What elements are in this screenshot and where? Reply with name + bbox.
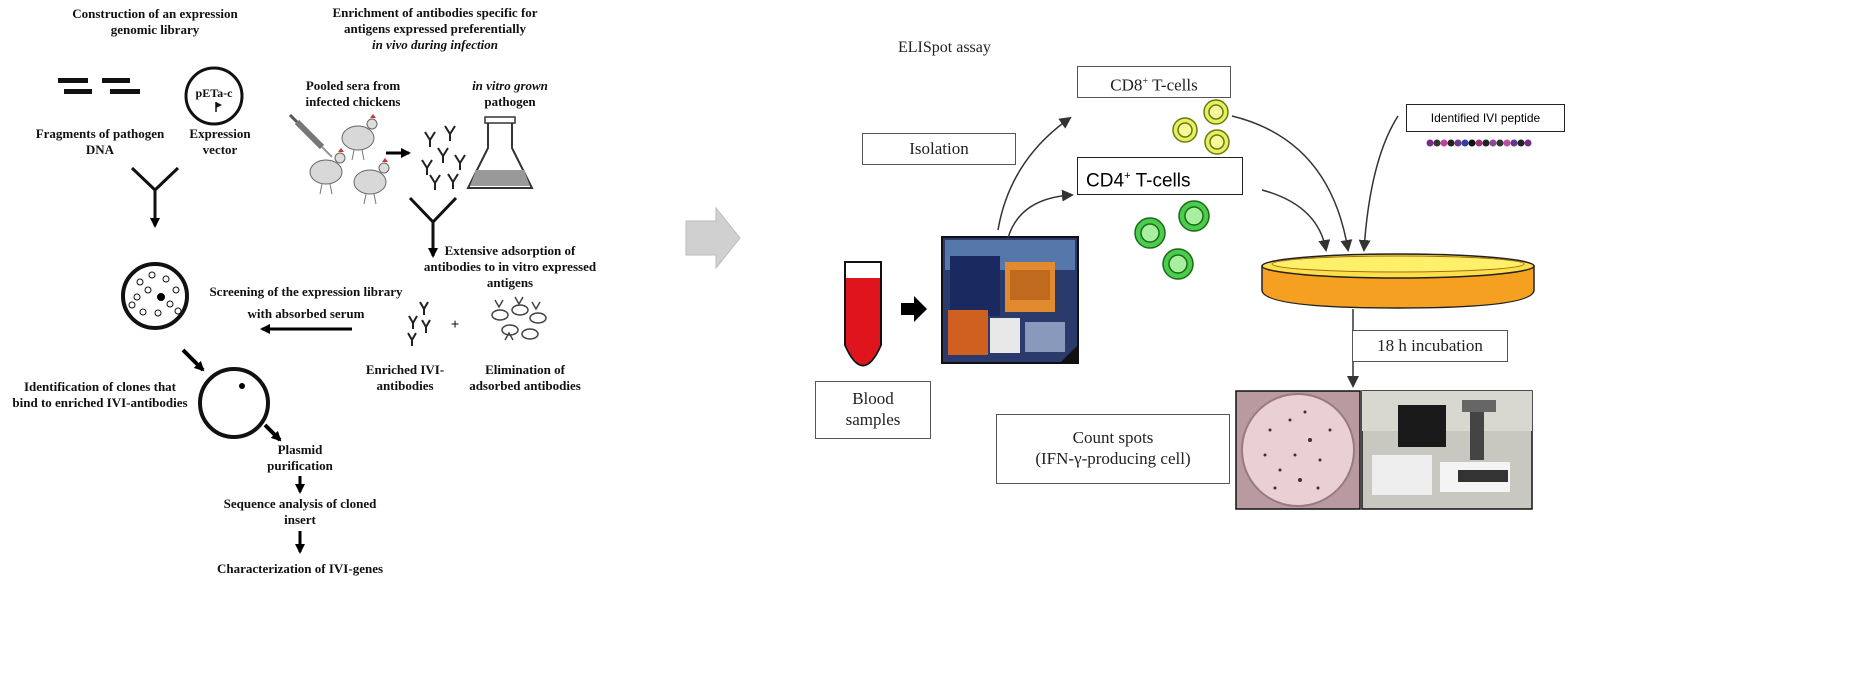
peptide-icon xyxy=(1426,139,1532,147)
cd4-label-box: CD4+ T-cells xyxy=(1077,157,1243,195)
blood-samples-box: Blood samples xyxy=(815,381,931,439)
library-plate-icon xyxy=(121,262,189,330)
flask-icon xyxy=(466,116,534,189)
cd4-cell xyxy=(1178,200,1210,232)
cd4-cell xyxy=(1162,248,1194,280)
clone-plate-icon xyxy=(198,367,270,439)
plus-sign: + xyxy=(450,317,460,333)
antibody-icon xyxy=(421,125,466,190)
syringe-icon xyxy=(288,113,333,158)
chicken-icon xyxy=(353,158,390,205)
test-tube-icon xyxy=(844,261,882,367)
cd4-cells xyxy=(1134,200,1210,280)
adsorption-label: Extensive adsorption of antibodies to in… xyxy=(423,243,597,290)
merge-connector xyxy=(130,166,180,228)
cd4-cell xyxy=(1134,217,1166,249)
antibody-icon xyxy=(407,301,431,346)
merge-connector xyxy=(408,196,458,258)
expression-vector-label: Expression vector xyxy=(189,126,251,157)
blood-arrow xyxy=(901,296,927,322)
petri-dish-icon xyxy=(1261,253,1535,309)
identification-label: Identification of clones that bind to en… xyxy=(12,379,188,410)
isolation-arrow-cd8 xyxy=(997,116,1072,231)
characterization-label: Characterization of IVI-genes xyxy=(216,561,384,576)
screening-label: Screening of the expression library with… xyxy=(209,284,403,321)
cd8-cell xyxy=(1203,99,1229,125)
enriched-label: Enriched IVI- antibodies xyxy=(365,362,445,393)
assay-title: ELISpot assay xyxy=(898,39,991,56)
peptide-to-dish-arrow xyxy=(1358,115,1399,252)
count-spots-box: Count spots (IFN-γ-producing cell) xyxy=(996,414,1230,484)
expression-vector-icon xyxy=(184,66,244,126)
peptide-label-box: Identified IVI peptide xyxy=(1406,104,1565,132)
cd8-cell xyxy=(1204,129,1230,155)
cd4-to-dish-arrow xyxy=(1261,189,1331,252)
construction-title: Construction of an expression genomic li… xyxy=(72,6,238,37)
instrument-photo xyxy=(941,236,1079,364)
sequence-label: Sequence analysis of cloned insert xyxy=(223,496,377,527)
isolation-label-box: Isolation xyxy=(862,133,1016,165)
cd8-cell xyxy=(1172,117,1198,143)
dna-fragments-icon xyxy=(58,78,140,94)
cd8-to-dish-arrow xyxy=(1231,115,1353,252)
cd8-cells xyxy=(1172,99,1230,155)
plasmid-label: Plasmid purification xyxy=(267,442,333,473)
chicken-icon xyxy=(309,148,346,195)
elimination-label: Elimination of adsorbed antibodies xyxy=(469,362,581,393)
fragments-label: Fragments of pathogen DNA xyxy=(35,126,165,157)
enrichment-title: Enrichment of antibodies specific for an… xyxy=(332,5,538,52)
microscope-photo xyxy=(1361,390,1533,510)
incubation-label-box: 18 h incubation xyxy=(1352,330,1508,362)
in-vitro-label: in vitro grown pathogen xyxy=(472,78,548,109)
clone-arrow xyxy=(181,348,205,372)
plasmid-arrow xyxy=(263,423,282,442)
cd8-label-box: CD8+ T-cells xyxy=(1077,66,1231,98)
isolation-arrow-cd4 xyxy=(1007,189,1074,239)
transition-arrow xyxy=(685,206,741,270)
plate-photo xyxy=(1235,390,1361,510)
vector-label: pETa-c xyxy=(195,86,233,100)
adsorbed-antibodies-icon xyxy=(491,296,547,341)
chicken-icon xyxy=(341,114,378,161)
pooled-sera-label: Pooled sera from infected chickens xyxy=(305,78,401,109)
